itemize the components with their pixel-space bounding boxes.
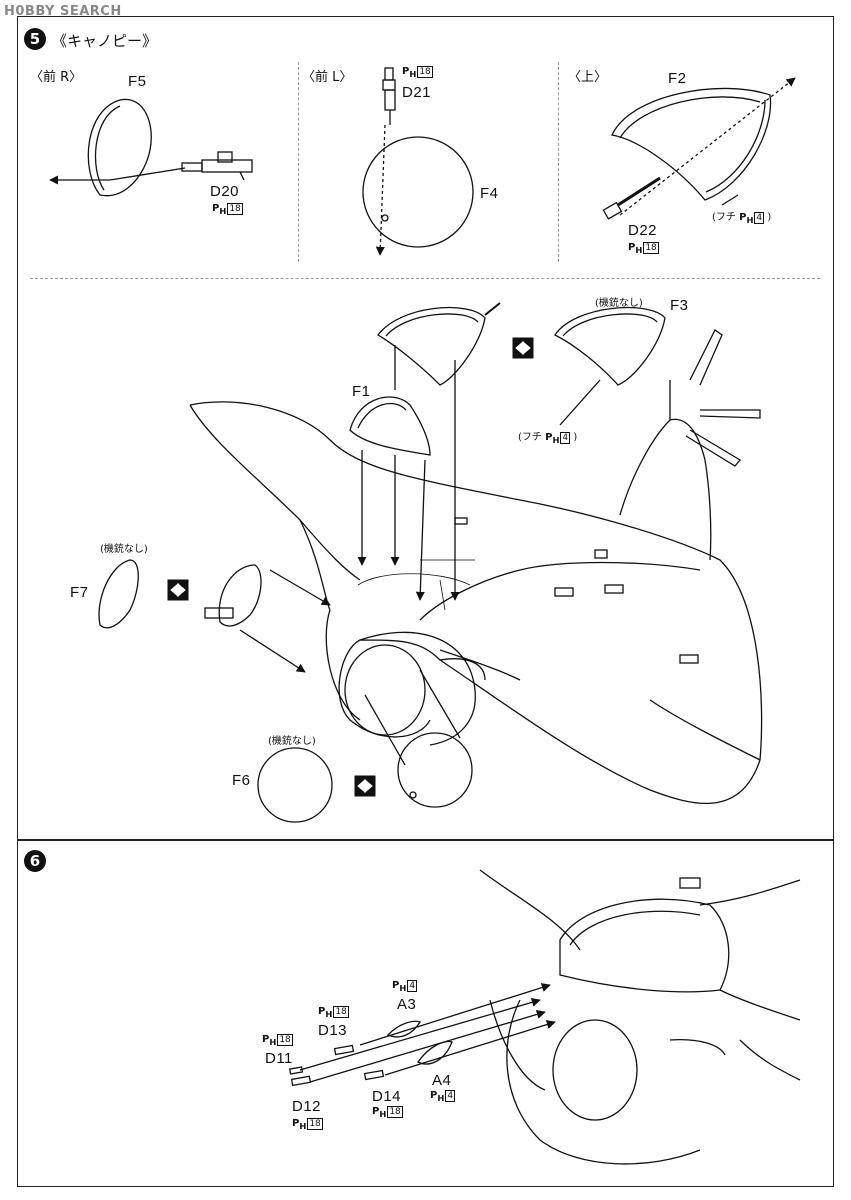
watermark-logo: H0BBY SEARCH [4,4,122,19]
spinner-a3-drawing [386,1020,421,1038]
step5-frame [17,16,834,840]
part-label-f6: F6 [232,772,251,789]
part-label-d11: D11 [265,1050,293,1067]
spinner-a4-drawing [417,1040,453,1065]
step-number-6: 6 [24,850,46,872]
part-label-a3: A3 [397,996,417,1013]
part-label-f5: F5 [128,73,147,90]
gun-d22-drawing [602,176,661,220]
part-label-a4: A4 [432,1072,452,1089]
canopy-f5-drawing [49,98,186,197]
view-label-top: 〈上〉 [568,70,608,85]
no-gun-note-f6: (機銃なし) [268,736,316,747]
canopy-f4-drawing [362,124,474,256]
part-label-d14: D14 [372,1088,402,1105]
part-label-d22: D22 [628,222,658,239]
gun-d21-drawing [382,67,396,125]
part-label-d21: D21 [402,84,432,101]
no-gun-note-f7: (機銃なし) [100,544,148,555]
view-separator-1 [298,62,299,262]
canopy-f3-drawing [554,306,666,426]
canopy-f2-drawing [611,77,796,216]
step6-frame [17,840,834,1187]
cockpit-detail-drawing [357,559,475,611]
part-label-f4: F4 [480,185,499,202]
part-label-f3: F3 [670,297,689,314]
part-label-d20: D20 [210,183,240,200]
swap-icon-f3 [512,337,534,359]
step-number-5: 5 [24,28,46,50]
section-separator [30,278,820,279]
swap-icon-f6 [354,775,376,797]
part-label-d12: D12 [292,1098,322,1115]
no-gun-note-f3: (機銃なし) [595,298,643,309]
canopy-front-gun-drawing [364,669,473,808]
watermark-text: H0BBY SEARCH [4,4,122,19]
gun-d20-drawing [181,151,253,181]
aircraft-body-drawing [189,329,763,805]
view-label-front-right: 〈前 R〉 [30,70,83,85]
swap-icon-f7 [167,579,189,601]
canopy-gun-upper-drawing [377,302,501,386]
step6-aircraft-drawing [479,869,801,1165]
view-separator-2 [558,62,559,262]
canopy-f6-drawing [257,747,333,823]
part-label-f7: F7 [70,584,89,601]
canopy-f7-drawing [98,559,139,629]
part-label-f1: F1 [352,383,371,400]
view-label-front-left: 〈前 L〉 [302,70,353,85]
step5-title: 《キャノピー》 [52,32,158,50]
part-label-f2: F2 [668,70,687,87]
gun-d11-d12-d13-d14-drawing [288,983,556,1087]
part-label-d13: D13 [318,1022,348,1039]
canopy-side-gun-drawing [204,564,331,673]
